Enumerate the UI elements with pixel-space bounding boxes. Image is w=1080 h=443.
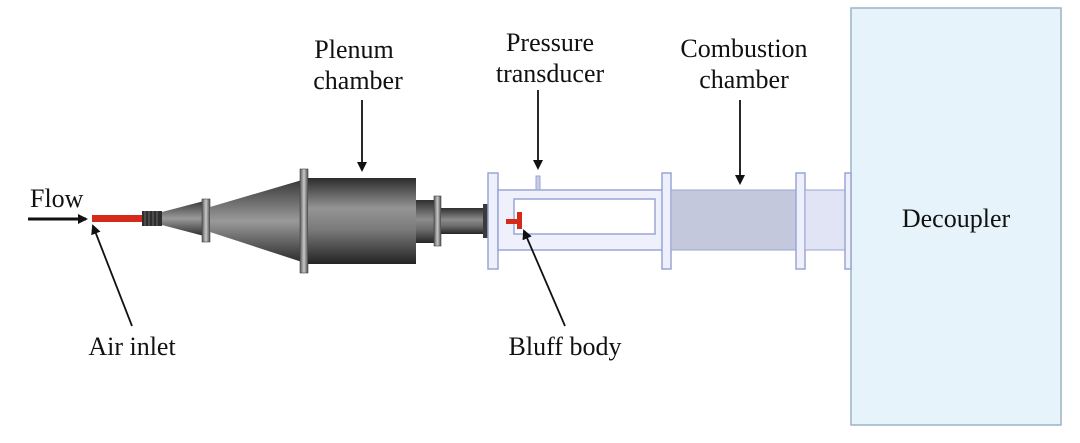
plenum-cylinder: [308, 178, 416, 264]
bluff-body-rod: [506, 219, 518, 224]
decoupler-flange: [844, 172, 852, 270]
combustion-chamber-duct: [670, 189, 797, 251]
diffuser-cone: [210, 180, 302, 262]
flow-label: Flow: [30, 184, 84, 213]
air-inlet-arrow: [91, 224, 133, 327]
pressure-label-line2: transducer: [495, 59, 605, 88]
exit-duct: [804, 189, 848, 251]
transducer-port: [535, 175, 541, 191]
decoupler-label: Decoupler: [901, 204, 1011, 233]
outlet-ring: [433, 195, 442, 247]
combustion-label-line1: Combustion: [680, 34, 808, 63]
bluff-body-label: Bluff body: [508, 332, 622, 361]
bluff-body-disc: [517, 212, 522, 229]
left-flange: [487, 172, 499, 270]
plenum-outlet-cone: [416, 200, 436, 243]
air-inlet-pipe: [92, 215, 144, 222]
combustion-label-line2: chamber: [699, 65, 789, 94]
inlet-flange: [201, 198, 211, 243]
bluff-body-arrow: [522, 229, 566, 327]
plenum-label-line2: chamber: [313, 66, 403, 95]
inlet-cone: [162, 201, 204, 236]
plenum-flange: [299, 168, 309, 274]
connector-threads: [144, 211, 158, 226]
mid-flange: [661, 172, 672, 270]
outlet-pipe-end: [483, 204, 488, 238]
plenum-label-line1: Plenum: [314, 35, 394, 64]
outlet-pipe: [441, 208, 485, 234]
air-inlet-label: Air inlet: [88, 332, 176, 361]
exit-flange: [795, 172, 806, 270]
pressure-label-line1: Pressure: [505, 28, 595, 57]
decoupler-box: [850, 7, 1062, 426]
test-section-inner: [513, 198, 656, 235]
